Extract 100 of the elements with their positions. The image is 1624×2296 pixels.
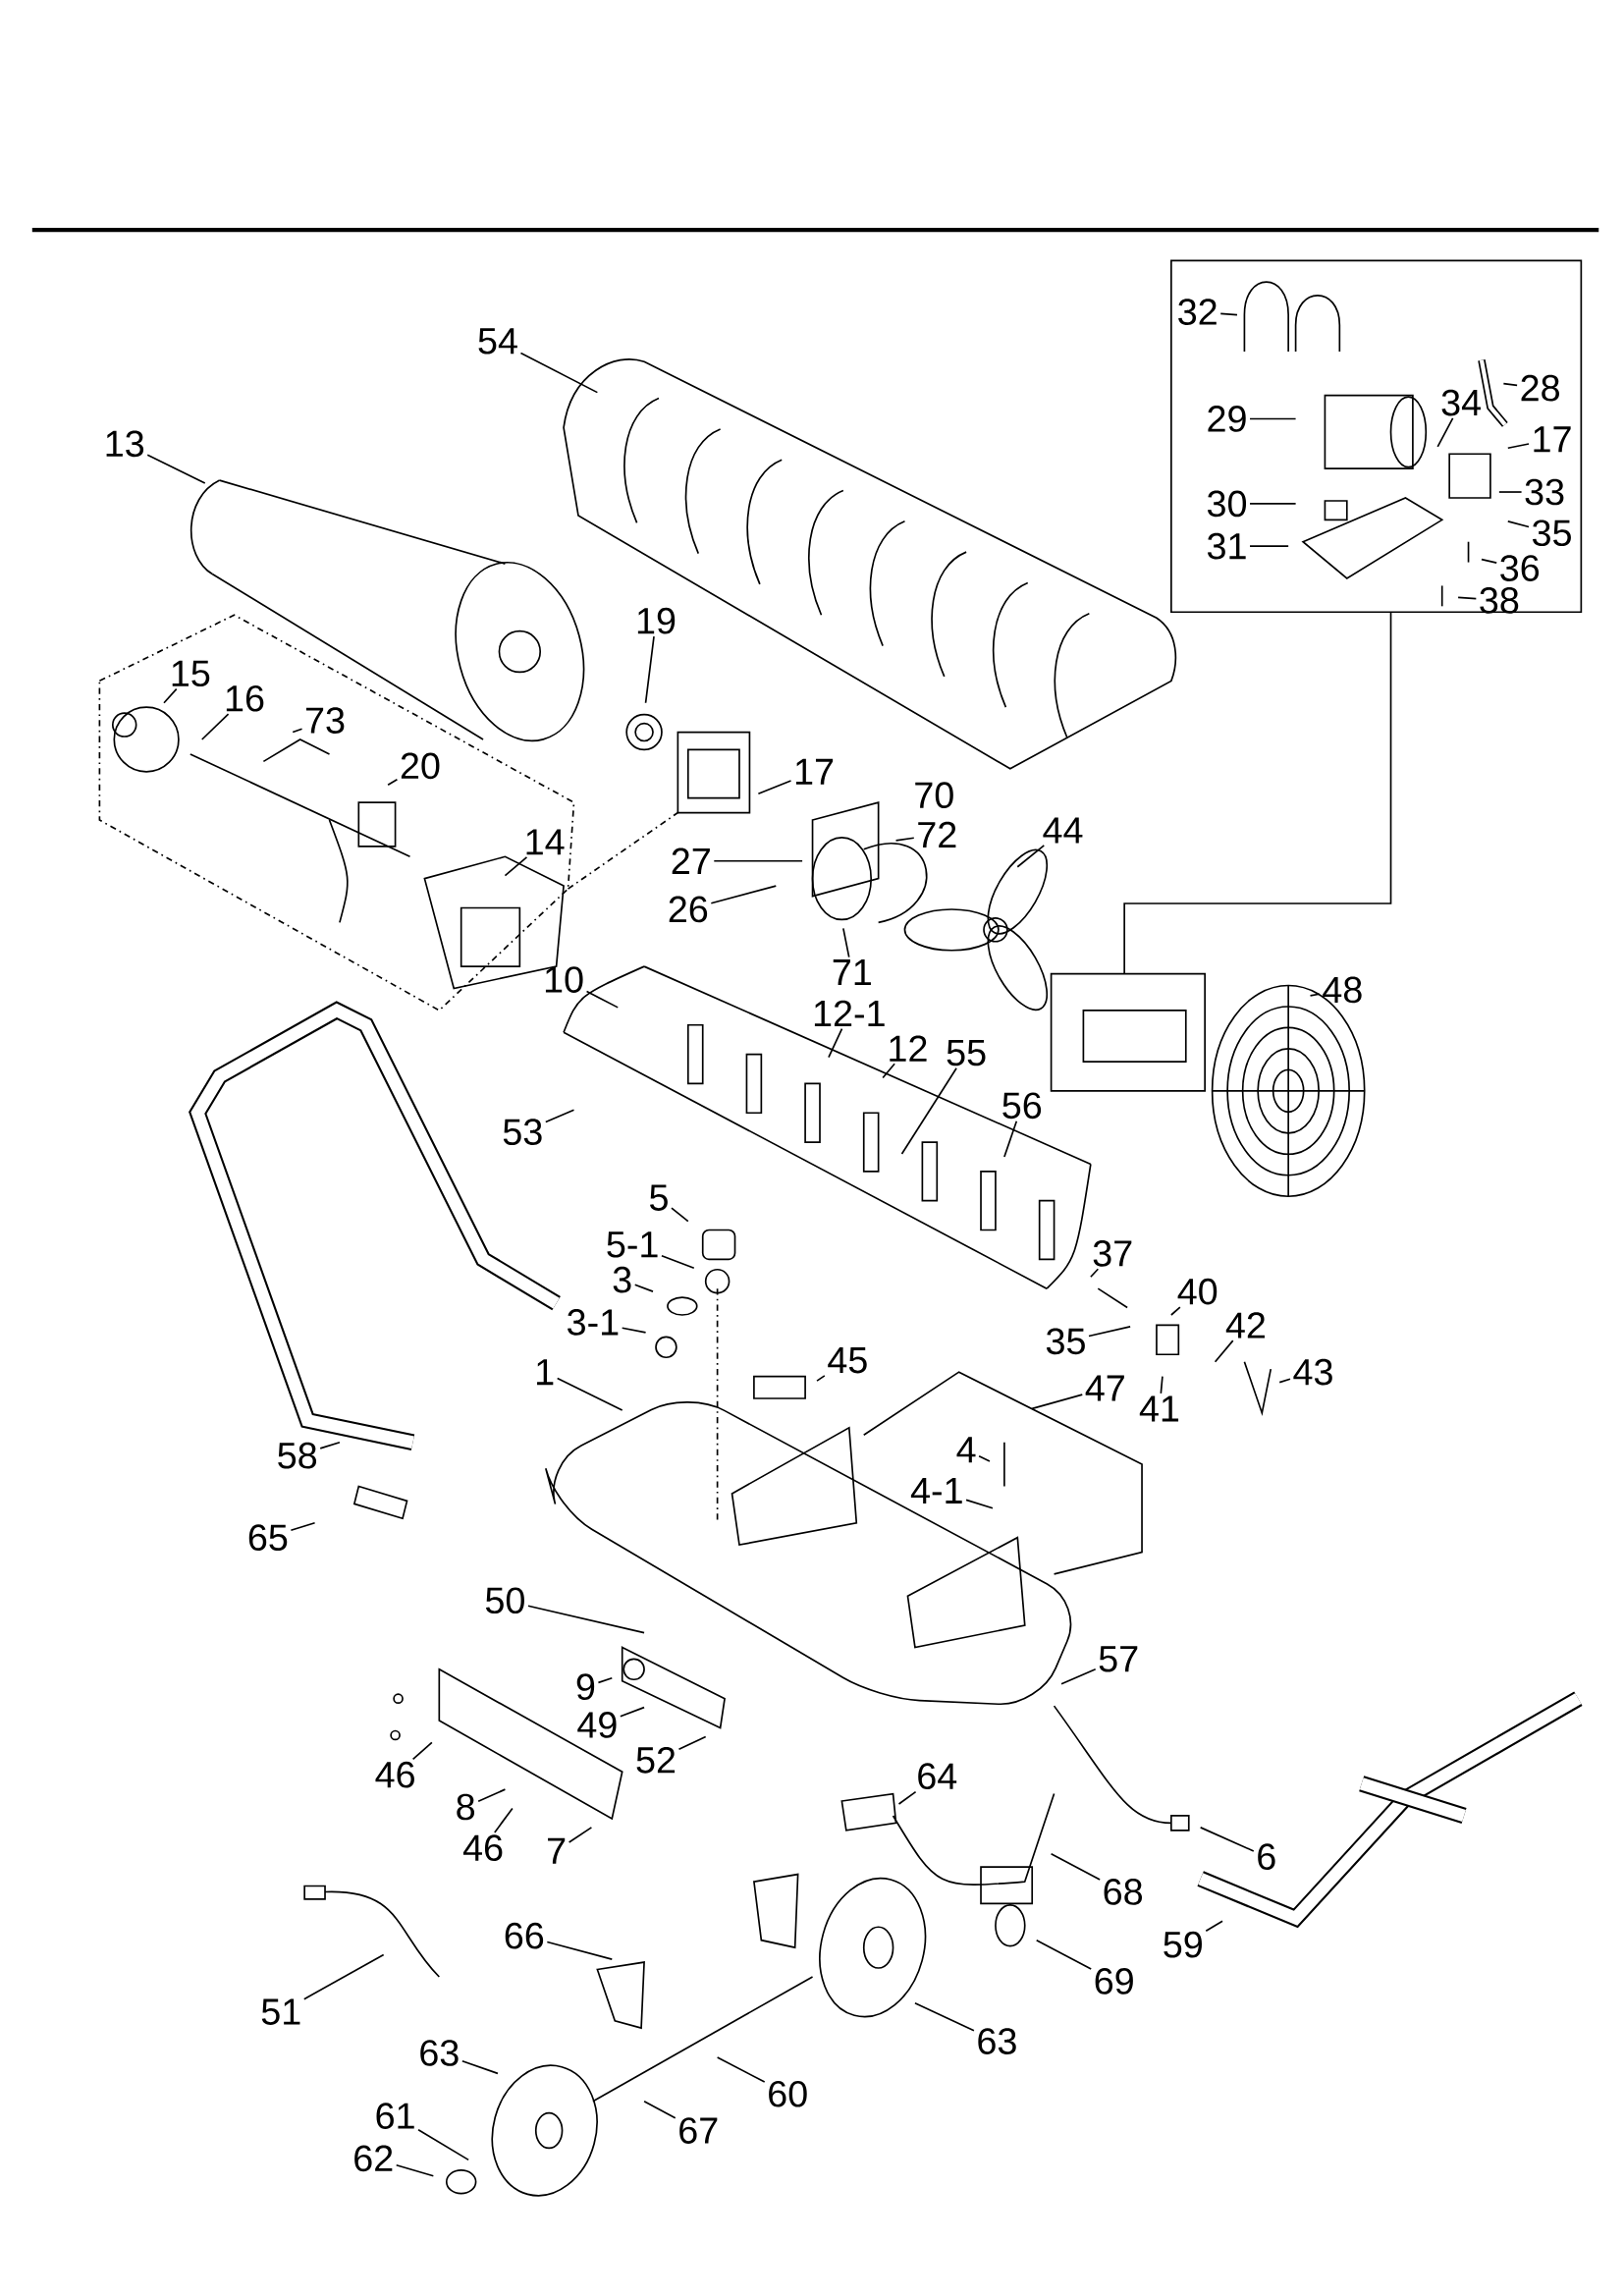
leader-line — [477, 1788, 507, 1803]
leader-line — [1249, 503, 1297, 505]
callout-number: 61 — [376, 2103, 414, 2129]
leader-line — [1498, 491, 1523, 493]
leader-line — [546, 1941, 614, 1960]
leader-line — [1031, 1394, 1084, 1410]
callout-number: 68 — [1104, 1879, 1143, 1905]
callout-number: 33 — [1525, 478, 1564, 506]
leader-line — [661, 1254, 695, 1270]
callout-number: 56 — [1002, 1092, 1042, 1120]
leader-line — [900, 1066, 958, 1155]
callout-number: 66 — [505, 1922, 544, 1949]
callout-number: 53 — [504, 1119, 542, 1145]
callout-number: 49 — [577, 1712, 617, 1738]
leader-line — [1436, 417, 1454, 448]
callout-number: 13 — [106, 430, 144, 458]
leader-line — [568, 1827, 593, 1843]
leader-line — [1016, 845, 1046, 868]
callout-number: 6 — [1258, 1843, 1275, 1871]
callout-number: 17 — [796, 758, 834, 785]
leader-line — [163, 687, 178, 704]
leader-line — [557, 1377, 623, 1411]
leader-line — [519, 352, 599, 394]
leader-line — [816, 1375, 826, 1382]
leader-line — [201, 713, 230, 740]
callout-number: 63 — [978, 2028, 1016, 2054]
callout-number: 4-1 — [911, 1477, 962, 1503]
leader-line — [417, 2128, 470, 2161]
leader-line — [978, 1454, 991, 1462]
callout-number: 37 — [1093, 1240, 1132, 1267]
leader-line — [146, 454, 206, 484]
callout-number: 52 — [636, 1746, 676, 1774]
leader-line — [894, 837, 915, 842]
callout-number: 10 — [546, 966, 583, 993]
leader-line — [1249, 545, 1290, 547]
leader-line — [882, 1063, 896, 1079]
callout-number: 4 — [956, 1437, 976, 1463]
leader-line — [965, 1499, 994, 1509]
leader-line — [1036, 1939, 1093, 1970]
leader-line — [713, 859, 804, 862]
callout-number: 45 — [828, 1347, 867, 1374]
callout-number: 59 — [1164, 1931, 1203, 1958]
callout-number: 32 — [1178, 299, 1217, 325]
callout-number: 27 — [672, 847, 711, 874]
callout-number: 29 — [1208, 406, 1246, 432]
callout-number: 41 — [1140, 1395, 1179, 1422]
leader-line — [494, 1807, 514, 1833]
callout-number: 73 — [306, 707, 345, 734]
callout-number: 58 — [278, 1442, 317, 1469]
leader-line — [412, 1741, 433, 1761]
callout-number: 70 — [915, 782, 954, 808]
leader-line — [545, 1109, 575, 1123]
callout-number: 3 — [613, 1266, 631, 1293]
leader-line — [828, 1027, 843, 1059]
callout-number: 5-1 — [607, 1231, 658, 1258]
callout-number: 17 — [1534, 426, 1571, 453]
leader-line — [1219, 312, 1238, 316]
leader-line — [387, 778, 399, 787]
leader-line — [1160, 1375, 1164, 1394]
callout-number: 47 — [1085, 1375, 1125, 1401]
leader-line — [1481, 558, 1498, 564]
callout-number: 20 — [402, 752, 440, 780]
callout-number: 35 — [1533, 519, 1572, 547]
callout-number: 46 — [375, 1761, 415, 1788]
callout-number: 14 — [526, 829, 565, 855]
leader-line — [897, 1790, 917, 1805]
leader-line — [1050, 1852, 1102, 1881]
leader-line — [527, 1605, 646, 1634]
leader-line — [1170, 1306, 1181, 1316]
leader-line — [1507, 520, 1531, 528]
leader-line — [622, 1327, 647, 1334]
callout-number: 51 — [262, 1998, 300, 2025]
leader-line — [1003, 1120, 1018, 1158]
leader-line — [1278, 1378, 1292, 1384]
callout-number: 1 — [537, 1359, 554, 1386]
leader-line — [620, 1706, 646, 1718]
callout-number: 43 — [1293, 1358, 1333, 1386]
leader-line — [1457, 596, 1478, 600]
callout-number: 19 — [638, 607, 676, 634]
leader-line — [757, 780, 792, 794]
callout-number: 31 — [1208, 532, 1246, 560]
leader-line — [1249, 417, 1297, 420]
leader-line — [1088, 1326, 1132, 1338]
leader-line — [842, 927, 850, 958]
leader-line — [1507, 443, 1531, 450]
callout-number: 57 — [1099, 1646, 1138, 1672]
leader-line — [597, 1676, 614, 1684]
callout-number: 50 — [486, 1587, 525, 1614]
callout-number: 63 — [420, 2040, 459, 2066]
leader-line — [914, 2001, 975, 2032]
callout-number: 28 — [1521, 374, 1560, 402]
callout-number: 40 — [1177, 1278, 1218, 1305]
leader-line — [1200, 1827, 1255, 1852]
callout-number: 46 — [463, 1834, 503, 1862]
callout-number: 9 — [576, 1673, 595, 1701]
callout-number: 67 — [679, 2117, 718, 2144]
callout-number: 12 — [890, 1035, 927, 1062]
leader-line — [1205, 1920, 1224, 1933]
callout-number: 7 — [548, 1837, 566, 1864]
leader-line — [1090, 1268, 1100, 1279]
